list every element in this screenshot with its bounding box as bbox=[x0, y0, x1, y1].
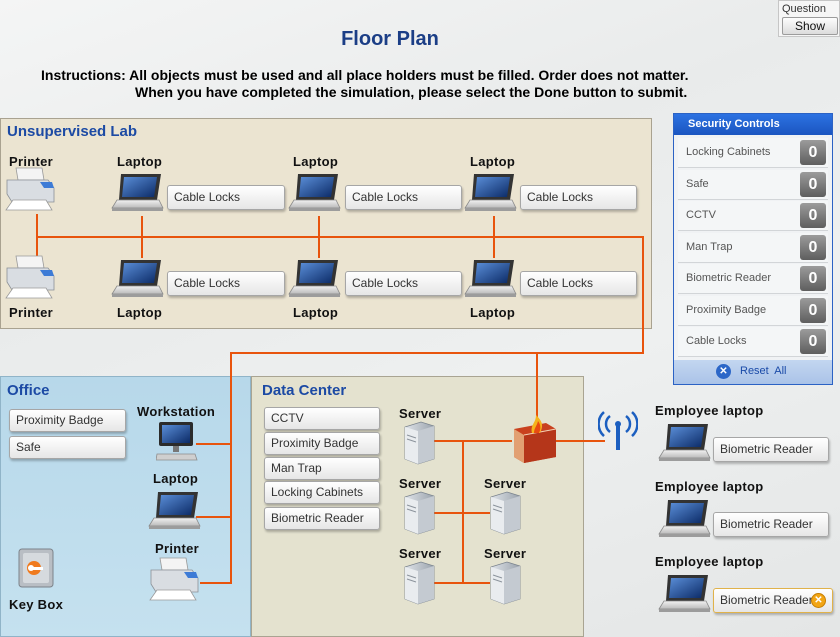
wireless-access-point-icon bbox=[598, 411, 638, 450]
printer-icon bbox=[148, 556, 202, 604]
key-box-icon bbox=[18, 548, 54, 588]
dc-slot-man-trap[interactable]: Man Trap bbox=[264, 457, 380, 480]
security-control-label: Locking Cabinets bbox=[686, 146, 771, 158]
server-label: Server bbox=[484, 476, 527, 491]
dc-slot-cctv[interactable]: CCTV bbox=[264, 407, 380, 430]
firewall-icon bbox=[514, 415, 557, 463]
security-control-count: 0 bbox=[800, 203, 826, 228]
dc-slot-biometric-reader[interactable]: Biometric Reader bbox=[264, 507, 380, 530]
security-control-label: Cable Locks bbox=[686, 335, 747, 347]
security-control-count: 0 bbox=[800, 298, 826, 323]
security-controls-panel: Security Controls Locking Cabinets 0 Saf… bbox=[673, 113, 833, 385]
laptop-icon bbox=[288, 258, 342, 302]
server-icon bbox=[401, 491, 435, 535]
laptop-label: Laptop bbox=[117, 154, 163, 169]
employee-laptop-label: Employee laptop bbox=[655, 403, 764, 418]
office-laptop-label: Laptop bbox=[153, 471, 199, 486]
server-label: Server bbox=[484, 546, 527, 561]
unsupervised-lab-title: Unsupervised Lab bbox=[7, 123, 138, 140]
dc-slot-locking-cabinets[interactable]: Locking Cabinets bbox=[264, 481, 380, 504]
workstation-label: Workstation bbox=[137, 404, 216, 419]
question-box: Question Show bbox=[778, 0, 840, 37]
cable-locks-slot[interactable]: Cable Locks bbox=[167, 271, 285, 296]
laptop-label: Laptop bbox=[293, 154, 339, 169]
security-control-count: 0 bbox=[800, 140, 826, 165]
laptop-label: Laptop bbox=[470, 154, 516, 169]
security-control-label: Biometric Reader bbox=[686, 272, 771, 284]
remove-icon[interactable]: ✕ bbox=[811, 593, 826, 608]
security-control-cable-locks[interactable]: Cable Locks 0 bbox=[678, 327, 828, 357]
server-icon bbox=[487, 561, 521, 605]
server-icon bbox=[401, 561, 435, 605]
data-center-title: Data Center bbox=[262, 382, 347, 399]
instructions-line-2: When you have completed the simulation, … bbox=[135, 84, 688, 100]
cable-locks-slot[interactable]: Cable Locks bbox=[345, 271, 462, 296]
biometric-reader-slot[interactable]: Biometric Reader bbox=[713, 512, 829, 537]
laptop-icon bbox=[111, 172, 165, 216]
security-control-label: Man Trap bbox=[686, 241, 733, 253]
security-control-label: Safe bbox=[686, 178, 709, 190]
security-control-count: 0 bbox=[800, 235, 826, 260]
cable-locks-slot[interactable]: Cable Locks bbox=[520, 185, 637, 210]
security-control-count: 0 bbox=[800, 329, 826, 354]
office-slot-safe[interactable]: Safe bbox=[9, 436, 126, 459]
security-control-label: Proximity Badge bbox=[686, 304, 767, 316]
security-control-biometric-reader[interactable]: Biometric Reader 0 bbox=[678, 264, 828, 294]
server-label: Server bbox=[399, 476, 442, 491]
security-control-safe[interactable]: Safe 0 bbox=[678, 170, 828, 200]
laptop-label: Laptop bbox=[470, 305, 516, 320]
biometric-reader-slot-label: Biometric Reader bbox=[720, 593, 813, 607]
office-printer-label: Printer bbox=[155, 541, 200, 556]
key-box-label: Key Box bbox=[9, 597, 64, 612]
page-title: Floor Plan bbox=[341, 28, 439, 50]
printer-top-label: Printer bbox=[9, 154, 54, 169]
security-control-count: 0 bbox=[800, 172, 826, 197]
question-label: Question bbox=[782, 3, 827, 15]
printer-bottom-label: Printer bbox=[9, 305, 54, 320]
laptop-icon bbox=[288, 172, 342, 216]
reset-icon: ✕ bbox=[716, 364, 731, 379]
employee-laptop-label: Employee laptop bbox=[655, 479, 764, 494]
workstation-icon bbox=[156, 422, 198, 461]
security-control-label: CCTV bbox=[686, 209, 716, 221]
laptop-label: Laptop bbox=[293, 305, 339, 320]
reset-all-button[interactable]: ✕ Reset All bbox=[674, 360, 832, 384]
security-control-proximity-badge[interactable]: Proximity Badge 0 bbox=[678, 296, 828, 326]
server-label: Server bbox=[399, 546, 442, 561]
security-control-cctv[interactable]: CCTV 0 bbox=[678, 201, 828, 231]
office-slot-proximity-badge[interactable]: Proximity Badge bbox=[9, 409, 126, 432]
dc-slot-proximity-badge[interactable]: Proximity Badge bbox=[264, 432, 380, 455]
employee-laptop-label: Employee laptop bbox=[655, 554, 764, 569]
cable-locks-slot[interactable]: Cable Locks bbox=[167, 185, 285, 210]
printer-bottom-icon bbox=[4, 254, 58, 302]
reset-all-label: Reset All bbox=[740, 365, 787, 377]
security-control-man-trap[interactable]: Man Trap 0 bbox=[678, 233, 828, 263]
laptop-icon bbox=[464, 258, 518, 302]
biometric-reader-slot[interactable]: Biometric Reader bbox=[713, 437, 829, 462]
laptop-icon bbox=[658, 573, 712, 617]
biometric-reader-slot[interactable]: Biometric Reader ✕ bbox=[713, 588, 833, 613]
security-controls-title: Security Controls bbox=[674, 114, 832, 135]
server-icon bbox=[401, 421, 435, 465]
show-button[interactable]: Show bbox=[782, 17, 838, 35]
printer-top-icon bbox=[4, 166, 58, 214]
instructions-line-1: Instructions: All objects must be used a… bbox=[41, 67, 689, 83]
security-control-locking-cabinets[interactable]: Locking Cabinets 0 bbox=[678, 138, 828, 168]
laptop-icon bbox=[464, 172, 518, 216]
laptop-icon bbox=[658, 422, 712, 466]
laptop-icon bbox=[658, 498, 712, 542]
laptop-icon bbox=[111, 258, 165, 302]
security-control-count: 0 bbox=[800, 266, 826, 291]
laptop-label: Laptop bbox=[117, 305, 163, 320]
laptop-icon bbox=[148, 490, 202, 534]
office-title: Office bbox=[7, 382, 50, 399]
cable-locks-slot[interactable]: Cable Locks bbox=[520, 271, 637, 296]
server-label: Server bbox=[399, 406, 442, 421]
server-icon bbox=[487, 491, 521, 535]
cable-locks-slot[interactable]: Cable Locks bbox=[345, 185, 462, 210]
